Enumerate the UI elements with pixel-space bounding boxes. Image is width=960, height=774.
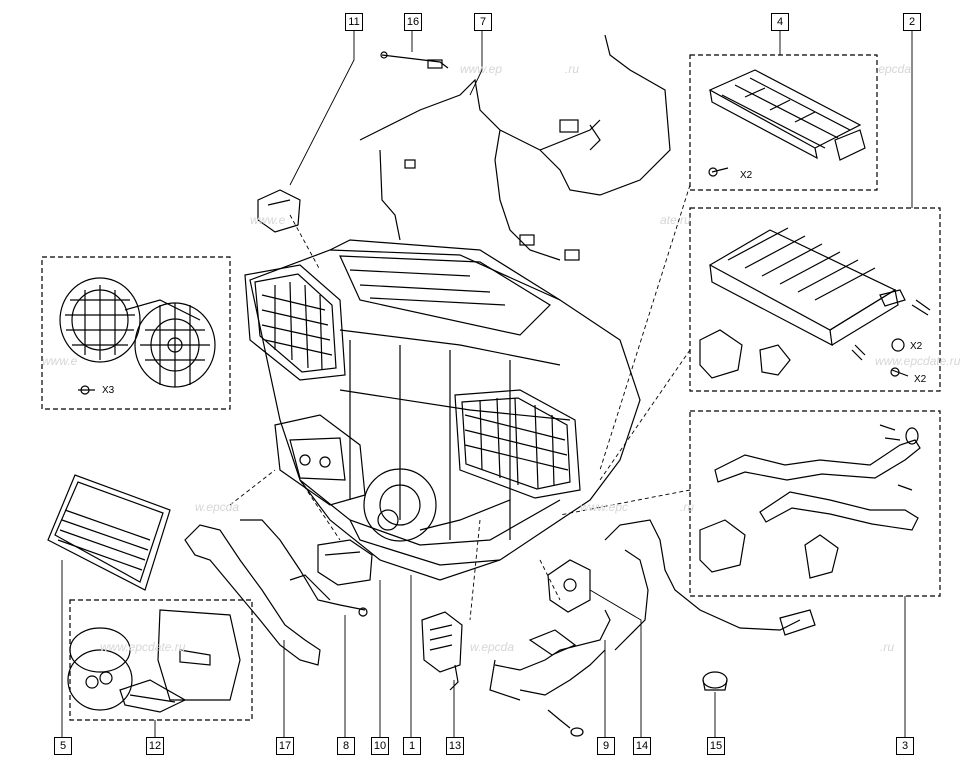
callout-12: 12 bbox=[146, 737, 164, 755]
watermark: w.epcda bbox=[195, 500, 240, 514]
callout-16: 16 bbox=[404, 13, 422, 31]
watermark: www.epc bbox=[580, 500, 629, 514]
heater-core bbox=[699, 227, 931, 379]
filter-housing bbox=[708, 69, 866, 177]
drain-plug bbox=[702, 671, 728, 691]
cabin-filter bbox=[47, 474, 171, 591]
filter-screw-qty: X2 bbox=[740, 170, 753, 181]
leader-lines bbox=[61, 30, 913, 738]
heater-clip-qty: X2 bbox=[910, 341, 923, 352]
callout-10: 10 bbox=[371, 737, 389, 755]
rear-harness bbox=[604, 519, 816, 651]
watermark: w.epcda bbox=[470, 640, 515, 654]
watermark: www.e bbox=[250, 213, 286, 227]
blower-screw-qty: X3 bbox=[102, 385, 115, 396]
watermark: .ru bbox=[880, 640, 895, 654]
callout-13: 13 bbox=[446, 737, 464, 755]
callout-15: 15 bbox=[707, 737, 725, 755]
left-duct bbox=[184, 519, 368, 666]
blower-harness bbox=[489, 609, 611, 737]
callout-7: 7 bbox=[474, 13, 492, 31]
filter-group-frame bbox=[689, 54, 878, 191]
center-vent-outlet bbox=[454, 389, 581, 499]
callout-9: 9 bbox=[597, 737, 615, 755]
hvac-housing bbox=[249, 239, 641, 581]
watermark: www.epcdate.ru bbox=[100, 640, 186, 654]
assembly-guides bbox=[229, 184, 691, 621]
mode-actuator bbox=[547, 559, 591, 613]
blower-group-frame bbox=[41, 256, 231, 410]
watermark: .epcda bbox=[875, 62, 912, 76]
callout-8: 8 bbox=[337, 737, 355, 755]
floor-outlet bbox=[274, 414, 366, 506]
left-vent-outlet bbox=[244, 264, 346, 381]
callout-2: 2 bbox=[903, 13, 921, 31]
watermark: .ru bbox=[565, 62, 580, 76]
motor-resistor-group bbox=[67, 609, 241, 713]
watermark: www.epcdate.ru bbox=[875, 354, 960, 368]
heater-screw-qty: X2 bbox=[914, 374, 927, 385]
callout-5: 5 bbox=[54, 737, 72, 755]
blower-motor bbox=[59, 277, 216, 395]
blower-resistor bbox=[421, 611, 463, 691]
callout-14: 14 bbox=[633, 737, 651, 755]
hoses-group-frame bbox=[689, 410, 941, 597]
callout-3: 3 bbox=[896, 737, 914, 755]
control-module bbox=[317, 539, 373, 586]
actuator-motor bbox=[257, 189, 301, 233]
callout-11: 11 bbox=[345, 13, 363, 31]
watermark: www.e bbox=[42, 354, 78, 368]
wiring-harness bbox=[359, 34, 671, 261]
callout-17: 17 bbox=[276, 737, 294, 755]
watermark: ate.ru bbox=[660, 213, 691, 227]
watermark: .ru bbox=[680, 500, 695, 514]
temperature-sensor bbox=[380, 51, 449, 69]
watermark: www.ep bbox=[460, 62, 503, 76]
duct-adapter bbox=[289, 574, 331, 601]
heater-group-frame bbox=[689, 207, 941, 392]
callout-4: 4 bbox=[771, 13, 789, 31]
motor-group-frame bbox=[69, 599, 253, 721]
heater-hoses bbox=[699, 424, 921, 579]
callout-1: 1 bbox=[403, 737, 421, 755]
